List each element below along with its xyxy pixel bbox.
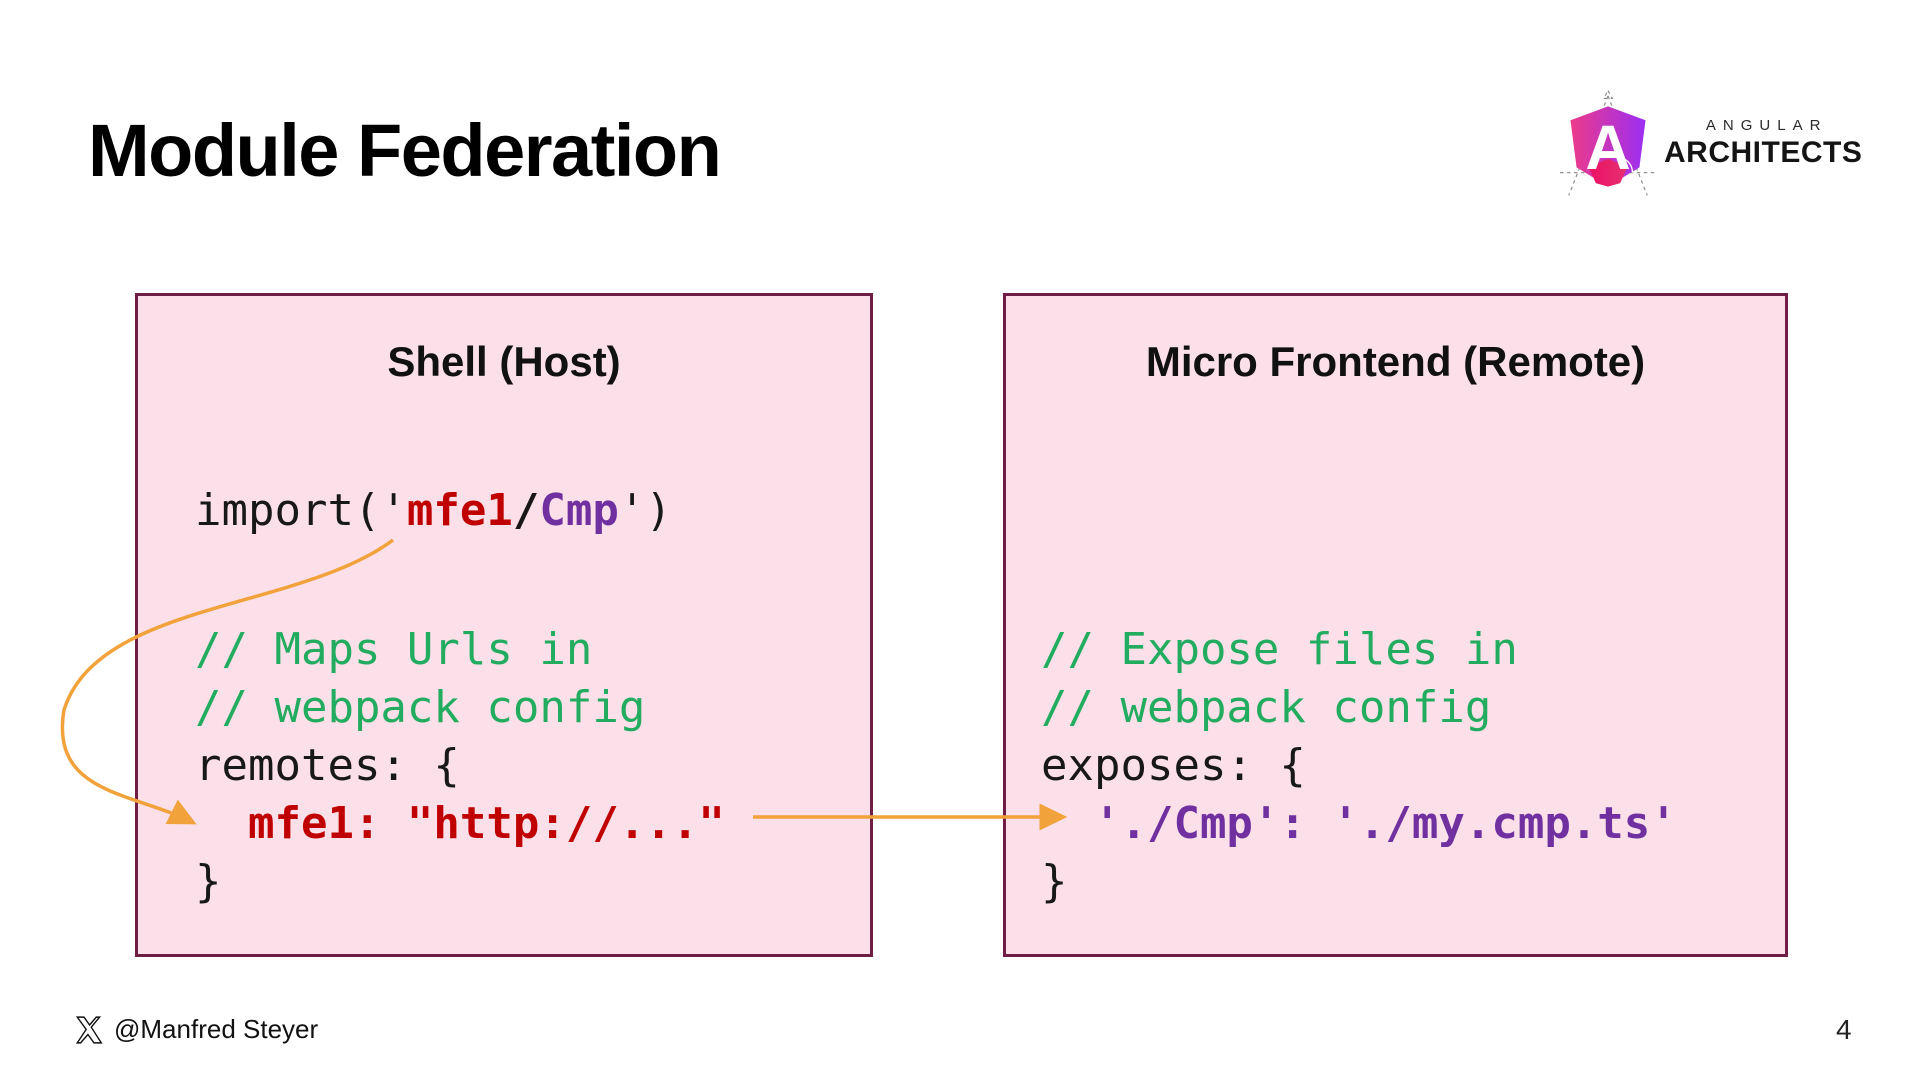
twitter-handle: @Manfred Steyer: [114, 1014, 319, 1044]
shell-remotes-close: }: [195, 856, 222, 907]
remote-expose-mapping: './Cmp': './my.cmp.ts': [1041, 798, 1677, 849]
shell-import-statement: import('mfe1/Cmp'): [195, 482, 672, 540]
shell-webpack-config-code: // Maps Urls in // webpack config remote…: [195, 621, 725, 911]
construction-lines: [1560, 89, 1656, 196]
logo-letter: A: [1585, 113, 1630, 183]
remote-box-title: Micro Frontend (Remote): [1145, 338, 1646, 385]
page-title: Module Federation: [88, 109, 722, 192]
remote-exposes-open: exposes: {: [1041, 740, 1306, 791]
remote-comment-1: // Expose files in: [1041, 624, 1518, 675]
micro-frontend-remote-box: Micro Frontend (Remote) // Expose files …: [1003, 293, 1788, 957]
remote-exposes-close: }: [1041, 856, 1068, 907]
shell-comment-2: // webpack config: [195, 682, 646, 733]
shell-host-box: Shell (Host) import('mfe1/Cmp') // Maps …: [135, 293, 873, 957]
angular-shield-icon: A: [1560, 89, 1656, 196]
logo-angular-label: ANGULAR: [1705, 116, 1828, 134]
logo-architects-label: ARCHITECTS: [1664, 135, 1863, 169]
remote-webpack-config-code: // Expose files in // webpack config exp…: [1041, 621, 1677, 911]
import-prefix: import(': [195, 485, 407, 536]
shell-remotes-open: remotes: {: [195, 740, 460, 791]
import-component-name: Cmp: [539, 485, 619, 536]
footer: @Manfred Steyer: [74, 1014, 318, 1045]
import-slash: /: [512, 485, 540, 536]
x-twitter-icon: [75, 1015, 103, 1044]
angular-architects-logo: A ANGULAR ARCHITECTS: [1560, 84, 1862, 202]
page-number: 4: [1836, 1014, 1852, 1045]
import-suffix: '): [618, 485, 672, 536]
shell-comment-1: // Maps Urls in: [195, 624, 593, 675]
import-remote-name: mfe1: [406, 485, 513, 536]
remote-comment-2: // webpack config: [1041, 682, 1492, 733]
shell-box-title: Shell (Host): [387, 338, 621, 385]
logo-text: ANGULAR ARCHITECTS: [1664, 117, 1862, 170]
shell-remote-mapping: mfe1: "http://...": [195, 798, 725, 849]
